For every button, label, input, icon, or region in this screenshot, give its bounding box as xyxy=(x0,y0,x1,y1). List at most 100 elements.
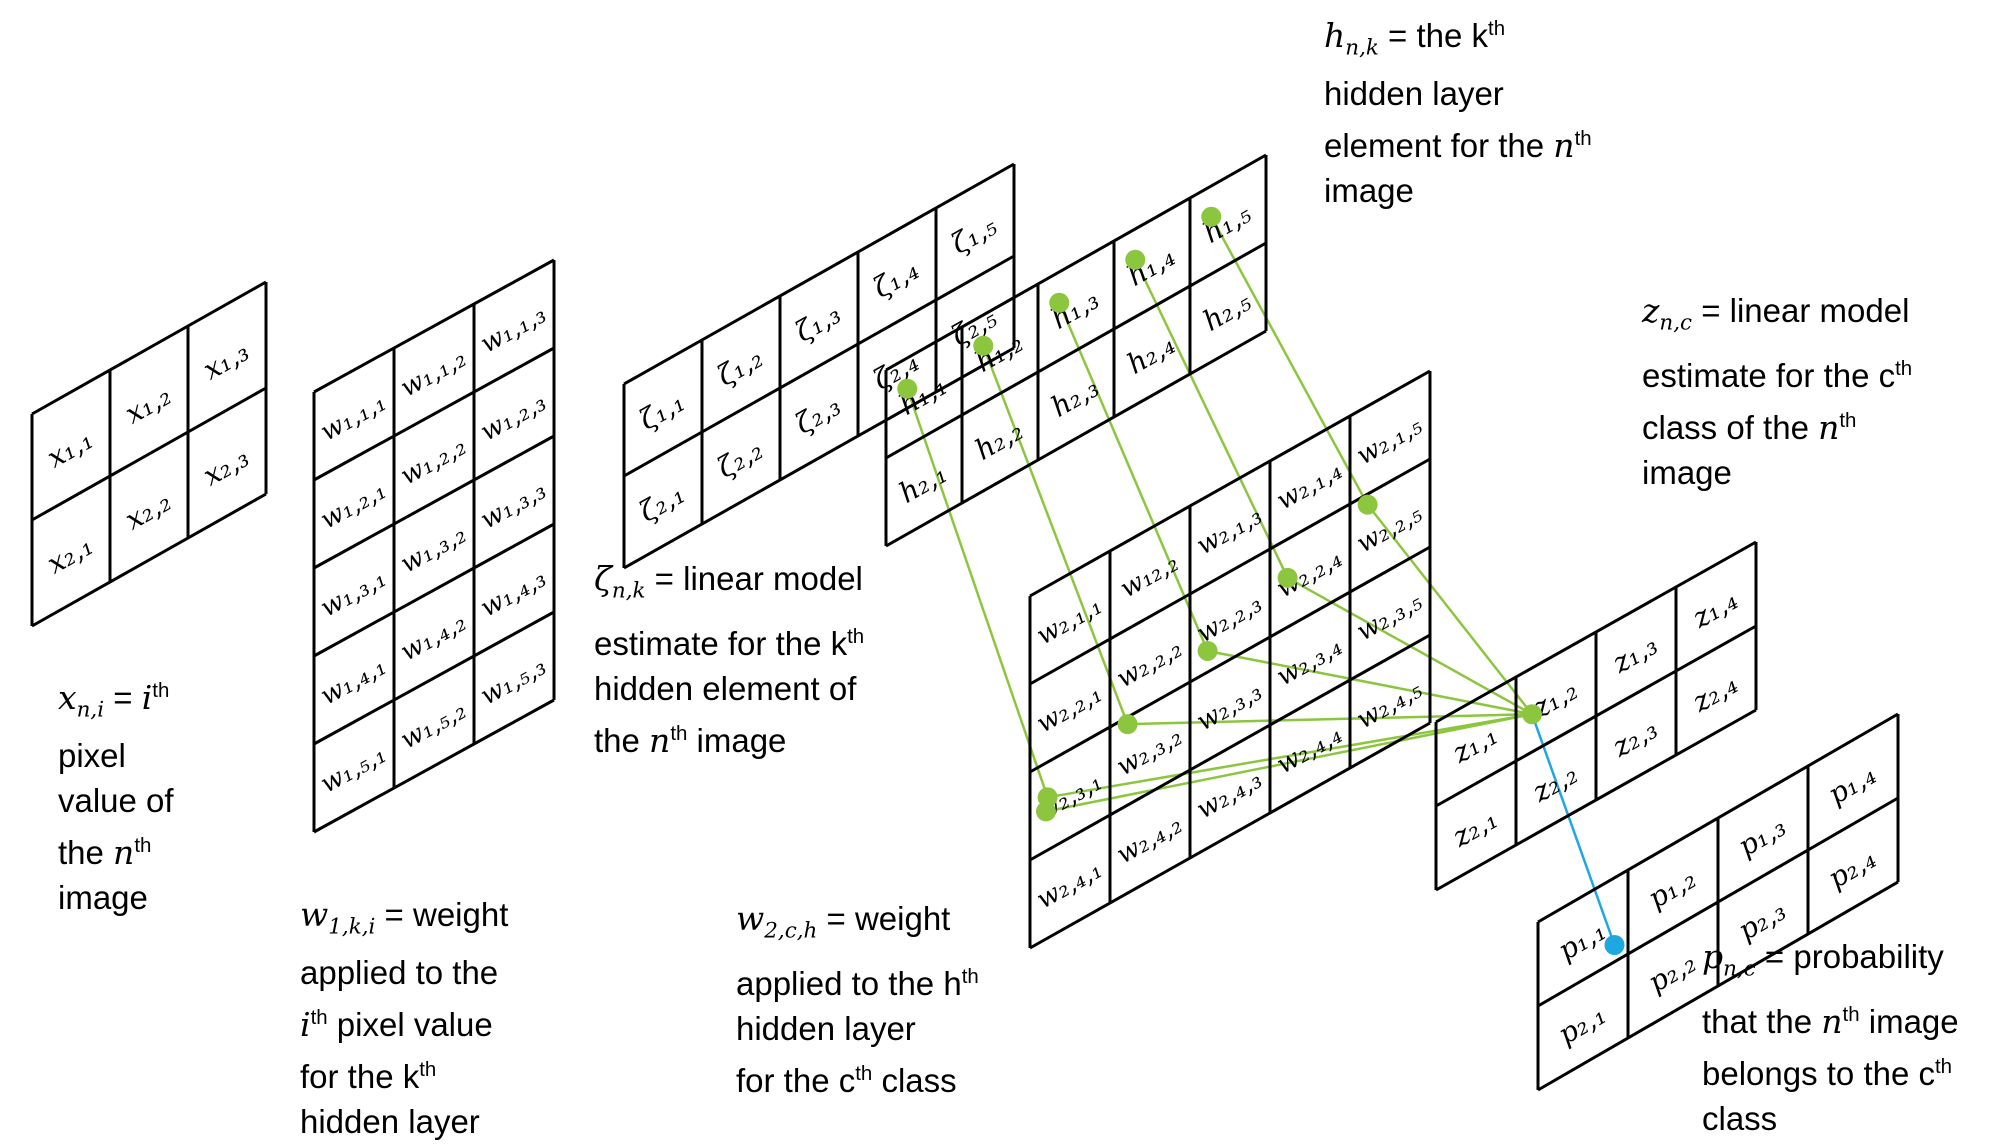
grid-w1-cell-label: w₁,₃,₁ xyxy=(316,563,392,623)
grid-w2-cell-label: w₂,₃,₃ xyxy=(1192,677,1268,737)
grid-x-cell-label: x₂,₁ xyxy=(41,529,98,581)
grid-w1-cell-label: w₁,₁,₁ xyxy=(316,387,392,447)
grid-w1-cell-label: w₁,₁,₂ xyxy=(396,343,472,403)
grid-zeta-cell-label: ζ₂,₁ xyxy=(634,477,691,529)
grid-p-cell-label: p₂,₂ xyxy=(1642,946,1701,999)
w2-node-dot xyxy=(1117,714,1138,735)
grid-w1-cell-label: w₁,₄,₁ xyxy=(316,651,392,711)
z-to-p-connection xyxy=(1530,713,1616,946)
grid-w1-row-line xyxy=(313,610,555,746)
grid-x-cell-label: x₁,₁ xyxy=(41,423,98,475)
h-to-w2-connection xyxy=(906,388,1049,798)
h-to-w2-connection xyxy=(1058,302,1209,652)
grid-zeta-row-line xyxy=(623,162,1015,386)
w2-node-dot xyxy=(1036,801,1056,822)
caption-p: pn,c = probability that the nth image be… xyxy=(1702,937,1959,1137)
grid-h-row-line xyxy=(885,153,1267,372)
grid-p-cell-label: p₁,₂ xyxy=(1642,862,1701,915)
grid-z-cell-label: z₂,₃ xyxy=(1606,712,1663,764)
h-node-dot xyxy=(1201,206,1222,227)
grid-x-row-line xyxy=(31,280,267,416)
grid-w2-cell-label: w₂,₁,₃ xyxy=(1192,501,1268,561)
grid-w1-cell-label: w₁,₂,₂ xyxy=(396,431,472,491)
grid-z-cell-label: z₂,₁ xyxy=(1446,802,1503,854)
grid-w1-cell-label: w₁,₃,₃ xyxy=(476,475,552,535)
grid-w2-cell-label: w₂,₄,₂ xyxy=(1112,810,1188,870)
grid-w2-cell-label: w₂,₂,₁ xyxy=(1032,679,1108,739)
grid-z-cell-label: z₂,₄ xyxy=(1686,667,1743,719)
grid-p-cell-label: p₁,₁ xyxy=(1552,914,1611,967)
caption-z: zn,c = linear model estimate for the cth… xyxy=(1642,291,1913,491)
grid-zeta-cell-label: ζ₁,₂ xyxy=(712,341,769,393)
grid-w2-cell-label: w₂,₂,₂ xyxy=(1112,634,1188,694)
grid-zeta-cell-label: ζ₂,₂ xyxy=(712,433,769,485)
grid-h-row-line xyxy=(885,241,1267,460)
grid-w2-cell-label: w₂,₃,₄ xyxy=(1272,632,1348,692)
grid-w2-row-line xyxy=(1029,457,1431,686)
grid-w2-row-line xyxy=(1029,633,1431,862)
grid-w2-row-line xyxy=(1029,369,1431,598)
grid-z-cell-label: z₂,₂ xyxy=(1526,757,1583,809)
grid-x-cell-label: x₁,₃ xyxy=(197,335,254,387)
grid-w2-cell-label: w₁₂,₂ xyxy=(1115,548,1184,604)
h-to-w2-connection xyxy=(1134,259,1289,579)
grid-x-row-line xyxy=(31,386,267,522)
grid-w1-row-line xyxy=(313,346,555,482)
w2-to-z-connection xyxy=(1047,712,1533,799)
grid-p-cell-label: p₂,₁ xyxy=(1552,998,1611,1051)
grid-x: x₁,₁x₁,₂x₁,₃x₂,₁x₂,₂x₂,₃ xyxy=(30,280,268,628)
grid-zeta-cell-label: ζ₂,₃ xyxy=(790,389,847,441)
z-node-dot xyxy=(1522,704,1542,725)
w2-to-z-connection xyxy=(1366,503,1533,715)
grid-w1-cell-label: w₁,₅,₃ xyxy=(476,651,552,711)
w2-to-z-connection xyxy=(1127,712,1533,726)
grid-w2-row-line xyxy=(1029,545,1431,774)
grid-p-cell-label: p₂,₄ xyxy=(1822,842,1881,895)
grid-p-cell-label: p₁,₃ xyxy=(1732,810,1791,863)
grid-w1-cell-label: w₁,₂,₁ xyxy=(316,475,392,535)
grid-z-cell-label: z₁,₄ xyxy=(1686,583,1743,635)
grid-h-cell-label: h₂,₅ xyxy=(1197,285,1256,338)
grid-w2-cell-label: w₂,₂,₃ xyxy=(1192,589,1268,649)
h-node-dot xyxy=(973,335,994,356)
grid-w1-cell-label: w₁,₅,₁ xyxy=(316,739,392,799)
grid-w2-cell-label: w₂,₁,₅ xyxy=(1352,411,1428,472)
grid-h-cell-label: h₂,₁ xyxy=(893,457,952,510)
h-node-dot xyxy=(897,378,918,399)
grid-zeta-cell-label: ζ₁,₃ xyxy=(790,297,847,349)
grid-h-cell-label: h₂,₂ xyxy=(969,414,1028,467)
h-to-w2-connection xyxy=(1210,216,1369,506)
grid-h-cell-label: h₂,₃ xyxy=(1045,371,1104,424)
grid-zeta-cell-label: ζ₁,₁ xyxy=(634,385,691,437)
grid-w2-cell-label: w₂,₄,₁ xyxy=(1032,855,1108,915)
caption-h: hn,k = the kth hidden layer element for … xyxy=(1324,16,1592,209)
caption-w1: w1,k,i = weight applied to the ith pixel… xyxy=(300,895,509,1140)
h-to-w2-connection xyxy=(982,345,1129,725)
grid-w2-row-line xyxy=(1029,721,1431,950)
grid-w1-row-line xyxy=(313,698,555,834)
grid-zeta-cell-label: ζ₁,₅ xyxy=(946,209,1003,261)
grid-p-cell-label: p₁,₄ xyxy=(1822,758,1881,811)
w2-to-z-connection xyxy=(1207,649,1533,716)
p-node-dot xyxy=(1604,935,1625,955)
grid-x-cell-label: x₁,₂ xyxy=(119,379,176,431)
grid-zeta-cell-label: ζ₁,₄ xyxy=(868,253,925,305)
connection-dots xyxy=(897,206,1625,955)
grid-h-row-line xyxy=(885,329,1267,548)
w2-node-dot xyxy=(1197,640,1218,661)
grid-w2-cell-label: w₂,₁,₄ xyxy=(1272,456,1348,516)
grid-zeta-row-line xyxy=(623,346,1015,570)
w2-to-z-connection xyxy=(1045,712,1533,813)
w2-node-dot xyxy=(1357,494,1378,515)
grid-w1-cell-label: w₁,₅,₂ xyxy=(396,695,472,755)
grid-x-cell-label: x₂,₃ xyxy=(197,441,254,493)
grid-w1-cell-label: w₁,₂,₃ xyxy=(476,387,552,447)
grid-w1-row-line xyxy=(313,434,555,570)
grid-w2-cell-label: w₂,₄,₄ xyxy=(1272,720,1348,780)
grid-w1: w₁,₁,₁w₁,₁,₂w₁,₁,₃w₁,₂,₁w₁,₂,₂w₁,₂,₃w₁,₃… xyxy=(312,258,556,834)
grid-x-row-line xyxy=(31,492,267,628)
grid-z-cell-label: z₁,₃ xyxy=(1606,628,1663,680)
grid-w1-row-line xyxy=(313,258,555,394)
h-node-dot xyxy=(1125,249,1146,270)
